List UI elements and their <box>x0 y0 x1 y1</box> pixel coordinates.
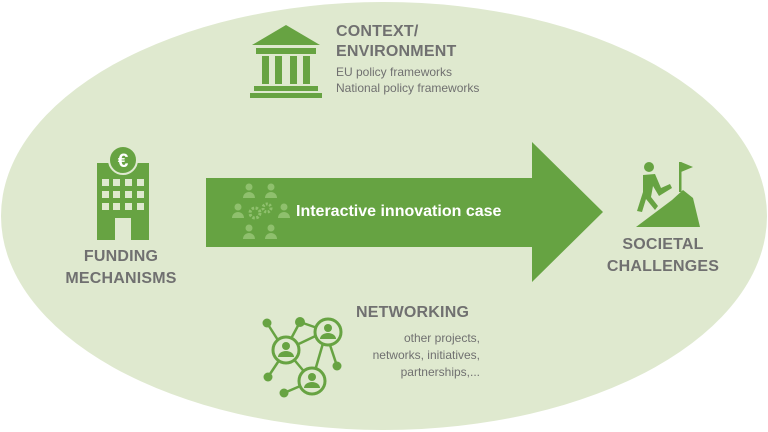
networking-title: NETWORKING <box>356 304 470 321</box>
eu-policy-text: EU policy frameworks <box>336 65 453 79</box>
government-building-icon <box>250 25 322 98</box>
person-climbing-to-flag-icon <box>636 162 700 227</box>
networking-description: other projects, networks, initiatives, p… <box>372 331 480 379</box>
network-people-icon <box>262 317 343 398</box>
arrow-label: Interactive innovation case <box>296 203 502 220</box>
societal-title: SOCIETAL CHALLENGES <box>606 236 720 275</box>
euro-symbol: € <box>118 151 129 172</box>
context-title: CONTEXT/ ENVIRONMENT <box>336 23 457 60</box>
euro-bank-building-icon: € <box>97 145 149 240</box>
funding-title: FUNDING MECHANISMS <box>65 248 177 287</box>
people-collaboration-gears-icon <box>232 183 290 239</box>
national-policy-text: National policy frameworks <box>336 81 480 95</box>
innovation-arrow <box>206 142 603 282</box>
